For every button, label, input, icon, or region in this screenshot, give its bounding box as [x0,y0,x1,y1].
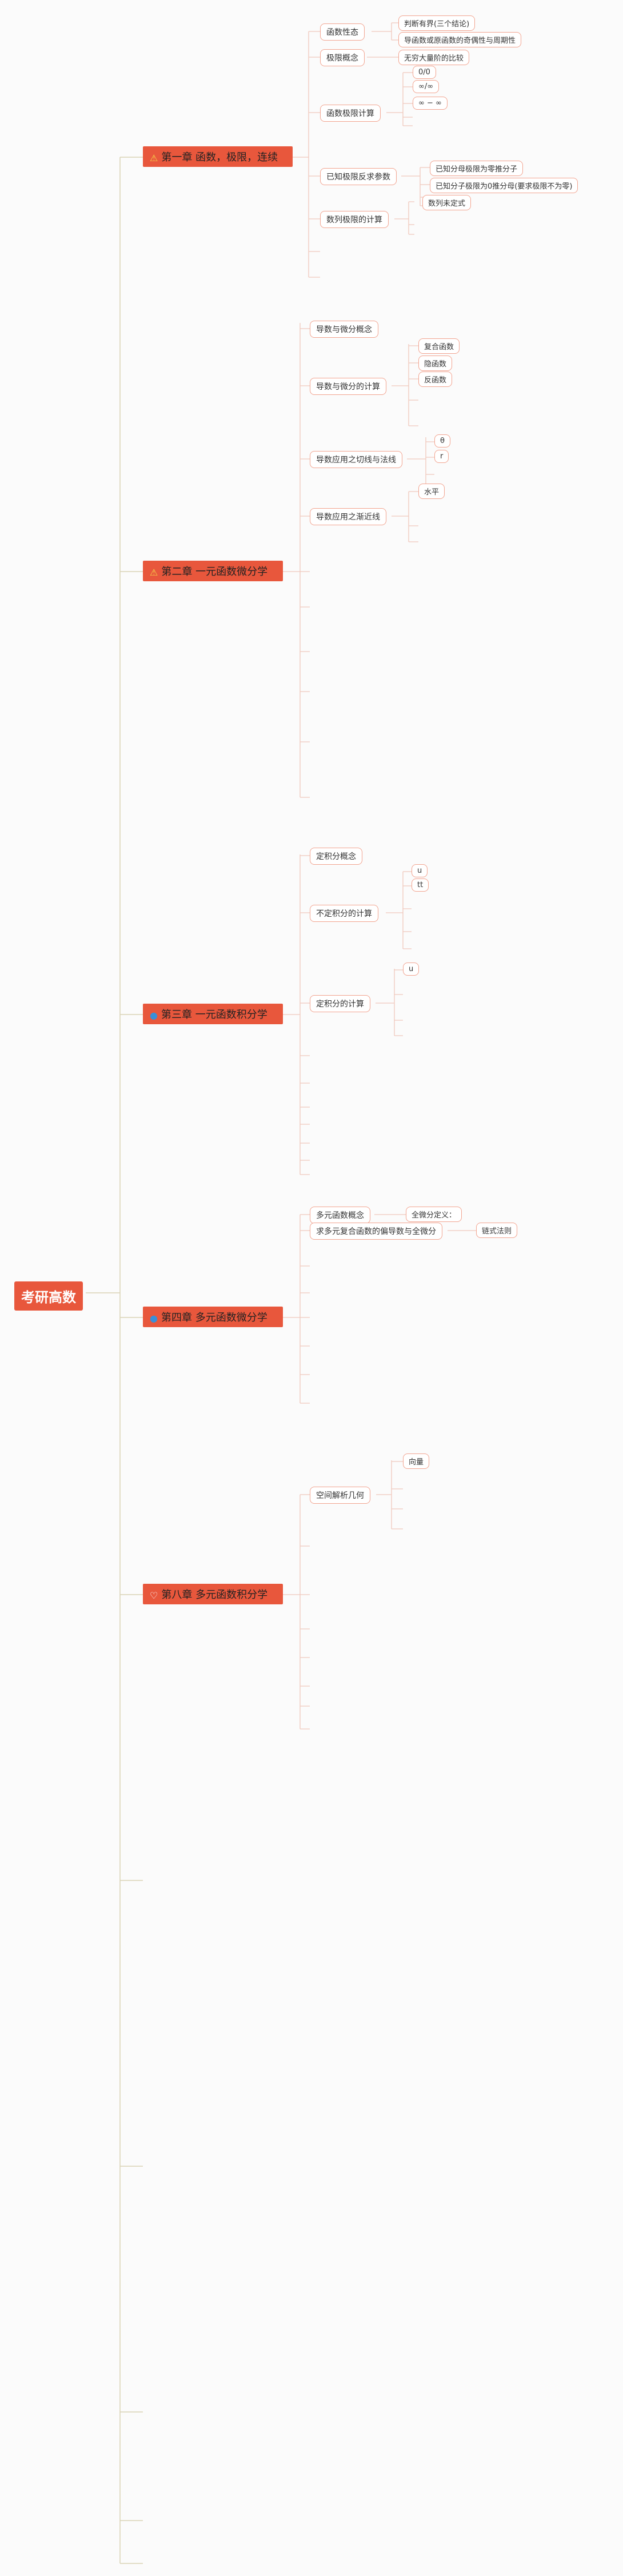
leaf-node[interactable]: r [434,450,449,463]
leaf-node[interactable]: ∞ − ∞ [413,97,448,110]
leaf-node[interactable]: u [412,864,428,877]
topic-node[interactable]: 定积分的计算 [310,995,370,1012]
chapter-2-node[interactable]: ⚠第二章 一元函数微分学 [143,561,283,581]
topic-node[interactable]: 导数应用之渐近线 [310,508,386,525]
leaf-node[interactable]: 全微分定义： [406,1207,462,1222]
leaf-node[interactable]: 已知分子极限为0推分母(要求极限不为零) [430,178,578,193]
blue-dot-icon: ● [150,1010,158,1021]
leaf-node[interactable]: 无穷大量阶的比较 [398,50,470,65]
topic-node[interactable]: 导数应用之切线与法线 [310,451,402,468]
leaf-node[interactable]: 隐函数 [418,356,453,371]
chapter-title: 第一章 函数，极限，连续 [161,151,278,163]
chapter-3-node[interactable]: ●第三章 一元函数积分学 [143,1004,283,1024]
topic-node[interactable]: 导数与微分的计算 [310,378,386,395]
topic-node[interactable]: 多元函数概念 [310,1207,370,1224]
leaf-node[interactable]: 数列未定式 [422,195,472,210]
heart-icon: ♡ [150,1590,158,1601]
leaf-node[interactable]: 导函数或原函数的奇偶性与周期性 [398,32,522,47]
leaf-node[interactable]: 向量 [403,1453,430,1469]
topic-node[interactable]: 函数性态 [320,23,365,41]
leaf-node[interactable]: 复合函数 [418,338,460,354]
chapter-8-node[interactable]: ♡第八章 多元函数积分学 [143,1584,283,1604]
leaf-node[interactable]: 0/0 [413,66,436,79]
chapter-1-node[interactable]: ⚠第一章 函数，极限，连续 [143,146,293,167]
topic-node[interactable]: 已知极限反求参数 [320,168,397,185]
chapter-title: 第三章 一元函数积分学 [161,1009,267,1021]
leaf-node[interactable]: 链式法则 [476,1223,518,1238]
topic-node[interactable]: 函数极限计算 [320,105,381,122]
leaf-node[interactable]: θ [434,434,450,448]
leaf-node[interactable]: 水平 [418,484,445,499]
leaf-node[interactable]: 已知分母极限为零推分子 [430,161,524,176]
topic-node[interactable]: 不定积分的计算 [310,905,378,922]
leaf-node[interactable]: tt [412,878,429,892]
chapter-title: 第八章 多元函数积分学 [161,1589,268,1601]
topic-node[interactable]: 极限概念 [320,49,365,66]
leaf-node[interactable]: ∞/∞ [413,80,440,93]
leaf-node[interactable]: 反函数 [418,372,453,387]
chapter-4-node[interactable]: ●第四章 多元函数微分学 [143,1307,283,1327]
leaf-node[interactable]: 判断有界(三个结论) [398,15,476,31]
chapter-title: 第二章 一元函数微分学 [161,566,268,578]
topic-node[interactable]: 空间解析几何 [310,1487,370,1504]
blue-dot-icon: ● [150,1313,158,1324]
topic-node[interactable]: 求多元复合函数的偏导数与全微分 [310,1223,442,1240]
topic-node[interactable]: 数列极限的计算 [320,211,389,228]
warning-icon: ⚠ [150,567,158,578]
root-node[interactable]: 考研高数 [14,1281,83,1311]
chapter-title: 第四章 多元函数微分学 [161,1312,267,1324]
leaf-node[interactable]: u [403,962,420,976]
topic-node[interactable]: 导数与微分概念 [310,321,378,338]
warning-icon: ⚠ [150,153,158,163]
topic-node[interactable]: 定积分概念 [310,848,362,865]
